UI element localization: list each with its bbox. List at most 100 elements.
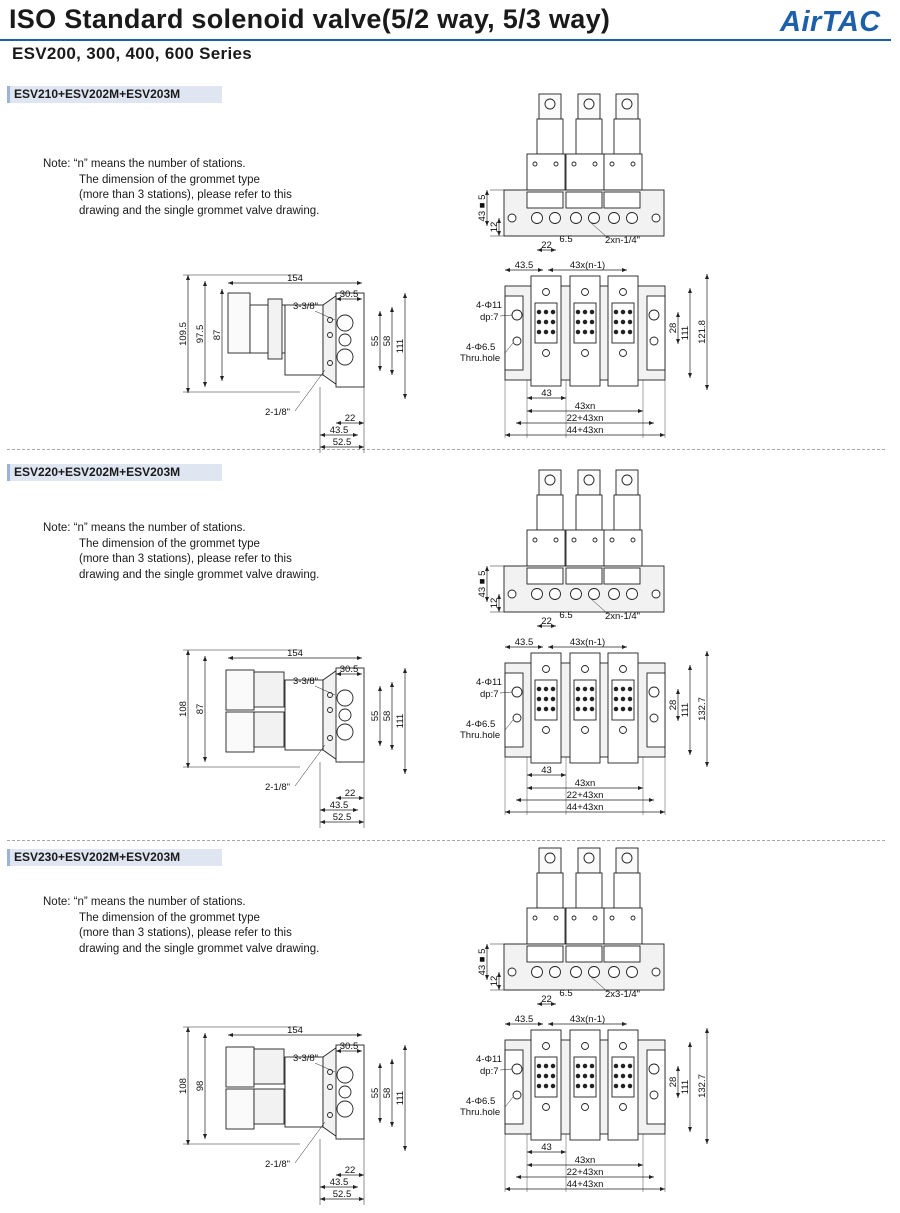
port-circle xyxy=(327,332,333,338)
dimension-label: 154 xyxy=(287,273,303,284)
port-circle xyxy=(588,212,600,224)
port-circle xyxy=(570,588,582,600)
port-circle xyxy=(542,288,550,296)
port-circle xyxy=(630,915,636,921)
manual-override xyxy=(544,474,556,486)
pin xyxy=(582,1073,588,1079)
dimension-label: 55 xyxy=(370,336,381,347)
dimension-label: 87 xyxy=(195,704,206,715)
valve-body xyxy=(603,529,643,567)
manual-override xyxy=(621,98,633,110)
pin xyxy=(613,329,619,335)
dimension-label: 22+43xn xyxy=(567,790,604,801)
pin xyxy=(613,1063,619,1069)
pin xyxy=(620,686,626,692)
port-circle xyxy=(531,212,543,224)
coil-body xyxy=(613,118,641,155)
dimension-label: 43 ■ 5 xyxy=(477,195,488,222)
dimension-label: 43x(n-1) xyxy=(570,637,605,648)
dimension-label: 132.7 xyxy=(697,1074,708,1098)
dimension-label: 87 xyxy=(212,330,223,341)
port-circle xyxy=(327,360,333,366)
dimension-label: 43.5 xyxy=(330,425,349,436)
pin xyxy=(582,1083,588,1089)
port-circle xyxy=(336,314,354,332)
note-line: (more than 3 stations), please refer to … xyxy=(79,553,292,565)
port-label: 3-3/8" xyxy=(293,676,318,687)
coil-body xyxy=(267,298,283,360)
dimension-label: 43.5 xyxy=(330,800,349,811)
port-circle xyxy=(531,588,543,600)
series-subtitle: ESV200, 300, 400, 600 Series xyxy=(12,44,252,63)
station-plate xyxy=(565,191,603,209)
dimension-label: 22 xyxy=(345,1165,356,1176)
port-circle xyxy=(338,1085,352,1099)
section-divider xyxy=(7,449,885,450)
coil-body xyxy=(253,1088,285,1125)
port-circle xyxy=(651,967,661,977)
dimension-label: 44+43xn xyxy=(567,802,604,813)
pin xyxy=(620,329,626,335)
port-circle xyxy=(651,589,661,599)
dimension-arrow xyxy=(537,624,556,628)
port-circle xyxy=(336,1066,354,1084)
airtac-logo: AirTAC xyxy=(780,6,881,38)
coil-body xyxy=(536,872,564,909)
end-plate xyxy=(504,1049,524,1125)
port-circle xyxy=(532,537,538,543)
model-label-esv220: ESV220+ESV202M+ESV203M xyxy=(7,464,222,481)
dimension-label: 154 xyxy=(287,1025,303,1036)
port-circle xyxy=(532,161,538,167)
note-line: (more than 3 stations), please refer to … xyxy=(79,189,292,201)
dimension-label: 43xn xyxy=(575,778,596,789)
dimension-label: 97.5 xyxy=(195,325,206,344)
port-circle xyxy=(619,665,627,673)
pin xyxy=(620,1083,626,1089)
port-circle xyxy=(553,161,559,167)
dimension-label: 55 xyxy=(370,1088,381,1099)
pin xyxy=(582,686,588,692)
coil-body xyxy=(613,494,641,531)
dimension-label: 43x(n-1) xyxy=(570,260,605,271)
valve-body xyxy=(565,153,605,191)
dimension-arrow xyxy=(497,594,501,612)
pin xyxy=(589,686,595,692)
end-plate xyxy=(646,1049,666,1125)
pin xyxy=(589,309,595,315)
drawing-line xyxy=(589,597,609,615)
port-circle xyxy=(338,333,352,347)
dimension-label: 12 xyxy=(489,976,500,987)
mounting-hole xyxy=(648,1063,660,1075)
dimension-label: 58 xyxy=(382,336,393,347)
pin xyxy=(536,686,542,692)
dimension-arrow xyxy=(320,820,364,824)
hole-label: Thru.hole xyxy=(460,730,500,741)
pin xyxy=(627,319,633,325)
note-line: Note: “n” means the number of stations. xyxy=(43,158,246,170)
port-circle xyxy=(619,288,627,296)
port-label: 2xn-1/4" xyxy=(605,235,640,246)
dimension-label: 22 xyxy=(541,994,552,1005)
pin xyxy=(550,1063,556,1069)
dimension-label: 111 xyxy=(395,339,406,353)
pin xyxy=(575,686,581,692)
station-plate xyxy=(526,567,564,585)
pin xyxy=(582,1063,588,1069)
dimension-label: 30.5 xyxy=(340,1041,359,1052)
port-circle xyxy=(336,1100,354,1118)
pin xyxy=(550,319,556,325)
pin xyxy=(589,329,595,335)
port-circle xyxy=(542,349,550,357)
note-line: Note: “n” means the number of stations. xyxy=(43,896,246,908)
note-line: drawing and the single grommet valve dra… xyxy=(79,568,320,581)
end-plate xyxy=(504,295,524,371)
pin xyxy=(536,696,542,702)
port-circle xyxy=(507,589,517,599)
pin xyxy=(550,686,556,692)
drawing-line xyxy=(294,369,326,412)
dimension-label: 44+43xn xyxy=(567,425,604,436)
valve-body xyxy=(284,304,324,376)
